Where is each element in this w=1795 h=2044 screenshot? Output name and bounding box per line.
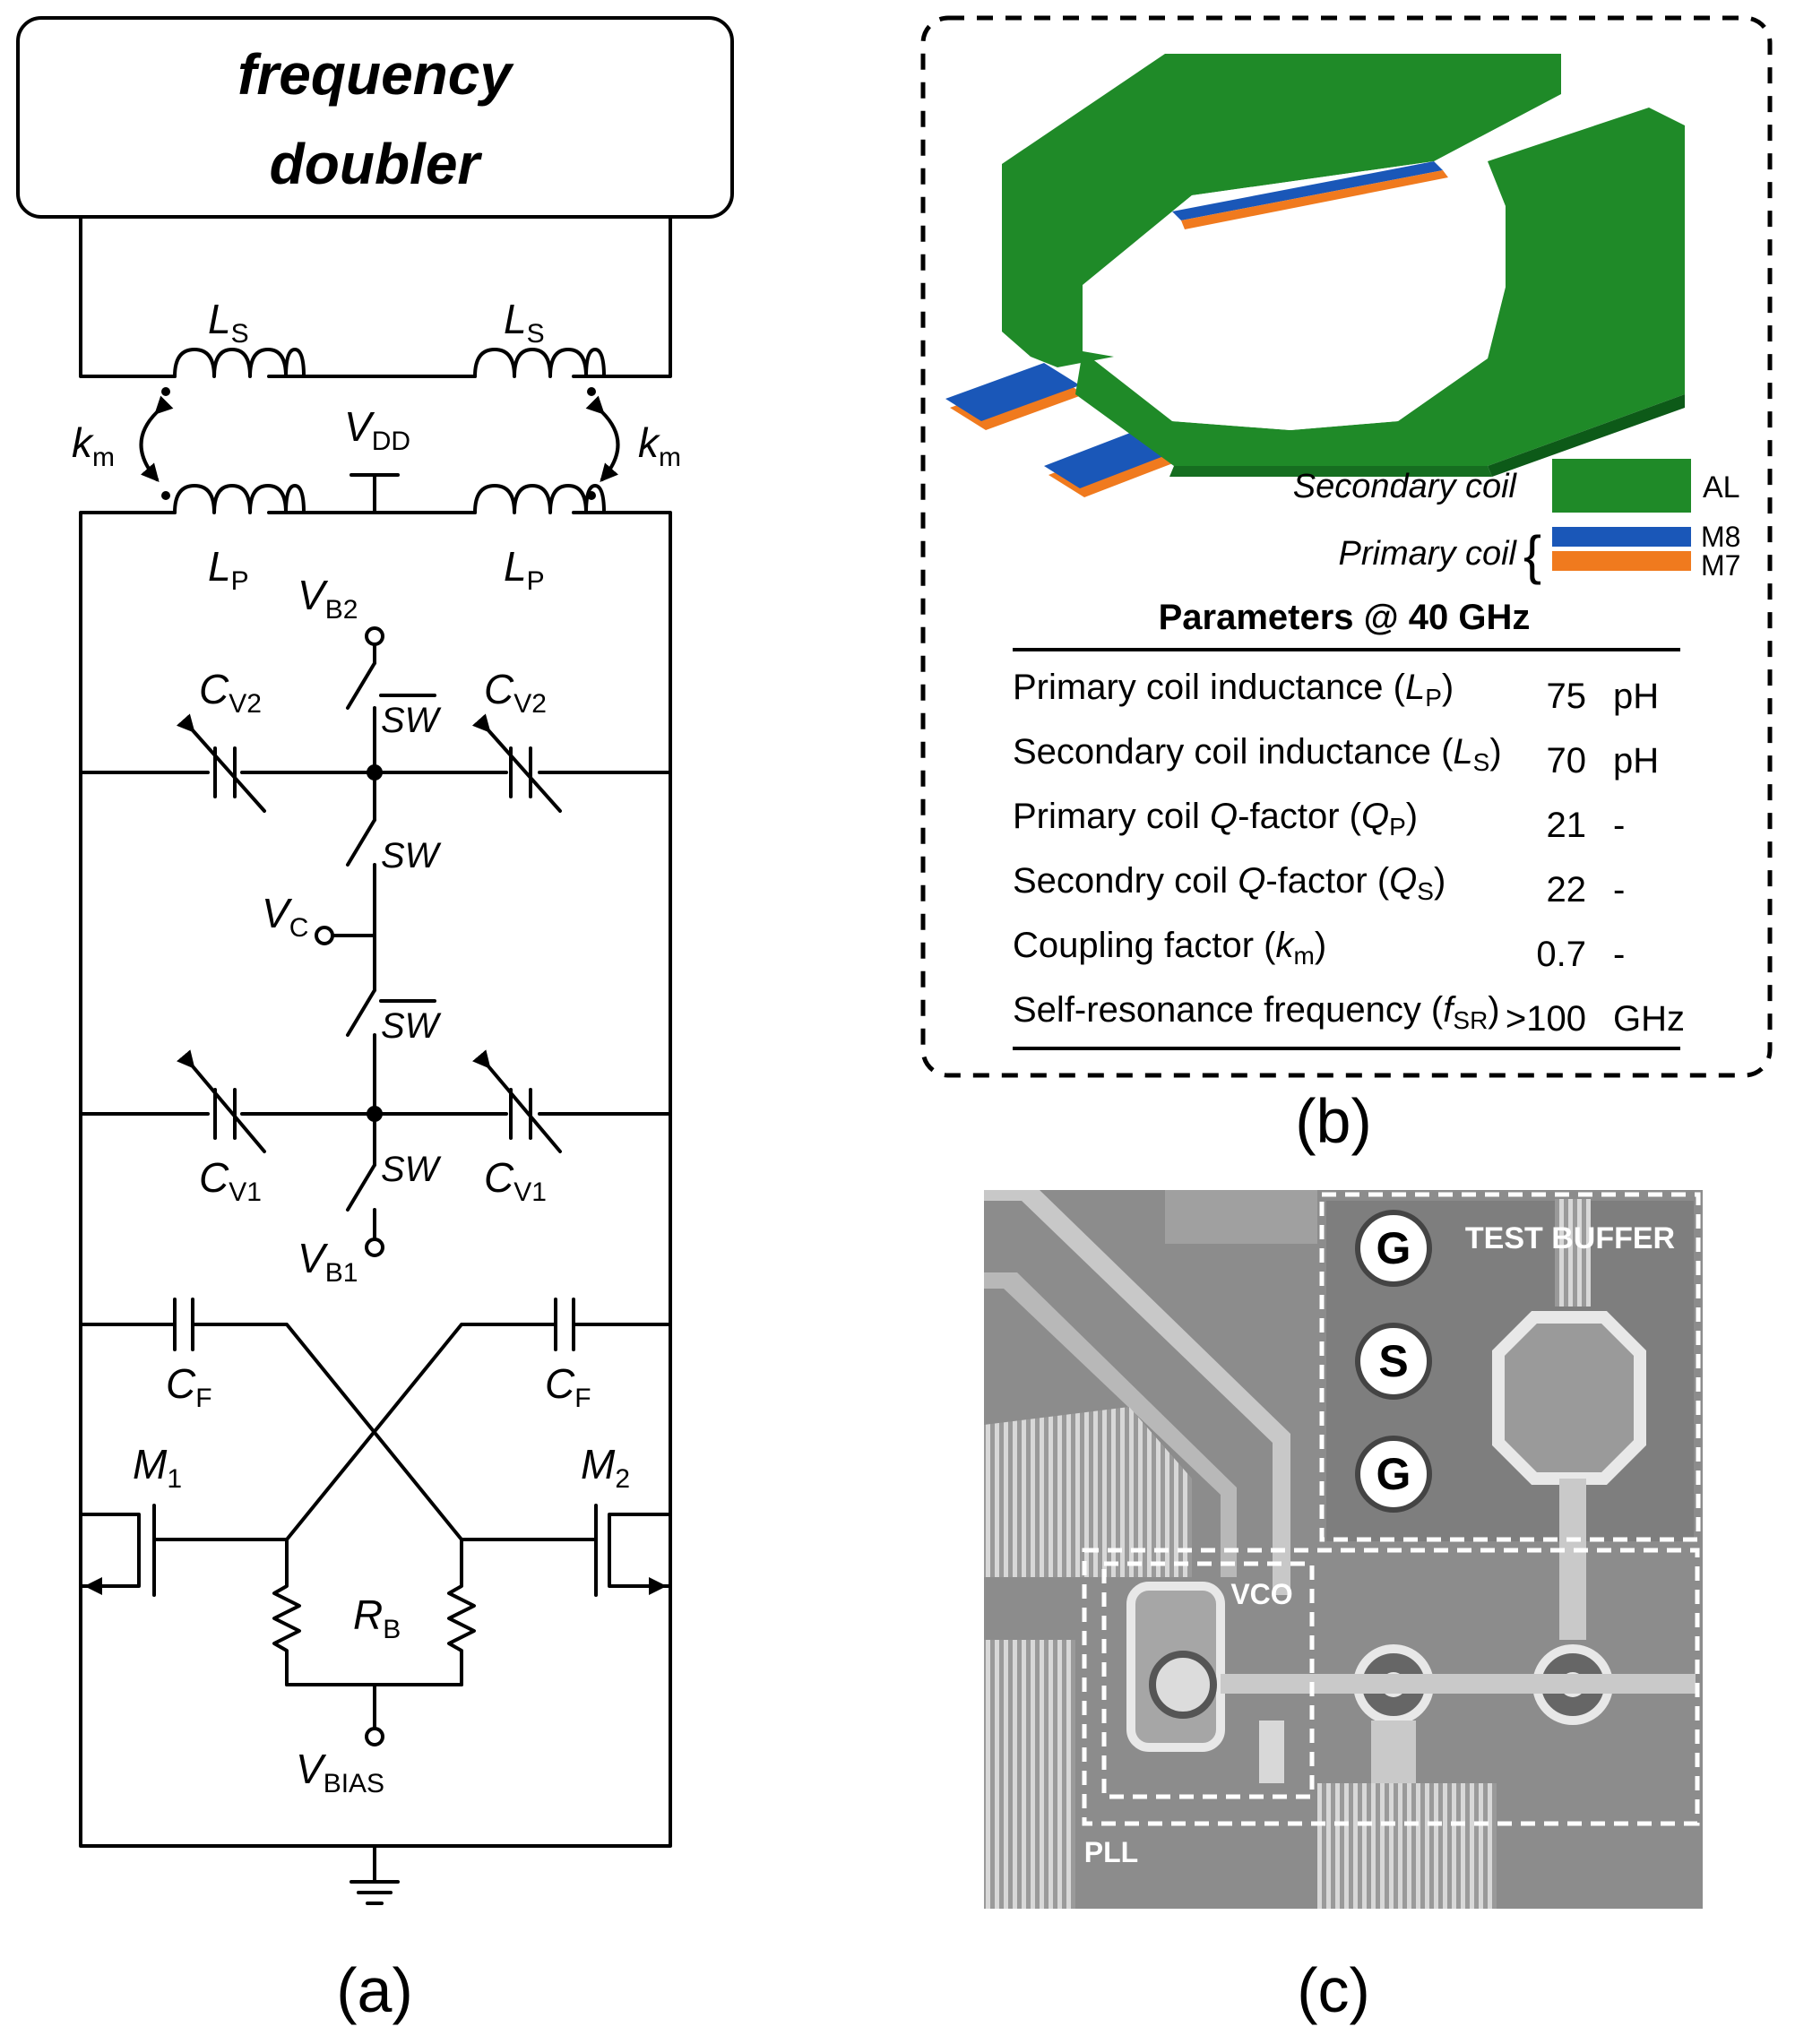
- legend-m8-label: M8: [1701, 521, 1740, 553]
- vdd-label: VDD: [344, 403, 410, 456]
- table-row-unit: GHz: [1613, 999, 1685, 1039]
- legend-m8-swatch: [1552, 527, 1691, 547]
- vbias-label: VBIAS: [296, 1746, 384, 1798]
- sw-bottom: SW: [381, 1150, 442, 1189]
- legend-m7-swatch: [1552, 551, 1691, 571]
- legend-m7-label: M7: [1701, 549, 1740, 582]
- table-row-unit: pH: [1613, 677, 1659, 716]
- inductor-lp-left: [173, 484, 306, 514]
- pll-label: PLL: [1084, 1836, 1138, 1868]
- lp-left-label: LP: [208, 543, 249, 596]
- inductor-ls-left: [173, 348, 306, 378]
- panel-a-circuit: frequency doubler LS LS km km VDD LP LP …: [16, 16, 734, 2025]
- table-row-label: Secondry coil Q-factor (QS): [1013, 861, 1445, 905]
- km-left-label: km: [72, 419, 115, 472]
- cv2-right-label: CV2: [484, 666, 547, 719]
- coupling-arrow-right: [585, 395, 620, 483]
- pad-g-top: G: [1376, 1223, 1411, 1273]
- table-row-value: 75: [1547, 677, 1587, 716]
- panel-b-dashed-frame: [920, 15, 1773, 1078]
- cf-right-label: CF: [545, 1360, 591, 1413]
- km-right-label: km: [638, 419, 681, 472]
- caption-c: (c): [1297, 1955, 1370, 2025]
- table-row: Primary coil inductance (LP) 75 pH: [1013, 668, 1659, 716]
- table-row: Secondry coil Q-factor (QS) 22-: [1013, 861, 1625, 910]
- rb-label: RB: [353, 1591, 401, 1644]
- transistor-m2: [460, 1504, 672, 1597]
- block-label-line2: doubler: [270, 132, 483, 196]
- ls-right-label: LS: [504, 296, 545, 349]
- vco-box: [1101, 1561, 1315, 1799]
- m1-label: M1: [133, 1441, 182, 1494]
- table-row-value: 0.7: [1536, 935, 1586, 974]
- legend-secondary-label: Secondary coil: [1293, 468, 1518, 505]
- cv1-left-label: CV1: [199, 1154, 262, 1207]
- table-row-label: Coupling factor (km): [1013, 926, 1326, 970]
- coupling-arrow-left: [139, 395, 174, 483]
- panel-b-transformer: Secondary coil AL Primary coil { M8 M7 P…: [920, 15, 1773, 1156]
- table-row-unit: -: [1613, 806, 1625, 845]
- vco-label: VCO: [1230, 1578, 1292, 1610]
- pad-g-bottom: G: [1376, 1449, 1411, 1499]
- vb2-label: VB2: [298, 572, 358, 625]
- test-buffer-label: TEST BUFFER: [1465, 1221, 1675, 1255]
- caption-b: (b): [1295, 1086, 1372, 1156]
- lp-right-label: LP: [504, 543, 545, 596]
- vb1-label: VB1: [298, 1235, 358, 1288]
- block-label-line1: frequency: [237, 42, 514, 107]
- table-row-label: Self-resonance frequency (fSR): [1013, 990, 1500, 1034]
- pll-box: [1082, 1548, 1700, 1826]
- table-row-value: 22: [1547, 870, 1587, 910]
- ls-left-label: LS: [208, 296, 249, 349]
- legend-brace: {: [1523, 525, 1541, 585]
- test-buffer-box: [1319, 1192, 1701, 1542]
- table-row: Primary coil Q-factor (QP) 21-: [1013, 797, 1625, 845]
- cf-left-label: CF: [166, 1360, 212, 1413]
- legend-al-swatch: [1552, 459, 1691, 513]
- table-row-label: Primary coil Q-factor (QP): [1013, 797, 1418, 841]
- cv2-left-label: CV2: [199, 666, 262, 719]
- table-title: Parameters @ 40 GHz: [1159, 598, 1531, 637]
- table-row-unit: -: [1613, 870, 1625, 910]
- table-row-value: >100: [1506, 999, 1586, 1039]
- inductor-ls-right: [473, 348, 606, 378]
- m2-label: M2: [581, 1441, 630, 1494]
- inductor-lp-right: [473, 484, 606, 514]
- table-row-label: Secondary coil inductance (LS): [1013, 732, 1502, 776]
- legend-al-label: AL: [1703, 470, 1740, 505]
- transistor-m1: [79, 1504, 289, 1597]
- table-row: Coupling factor (km) 0.7-: [1013, 926, 1625, 974]
- table-row-unit: -: [1613, 935, 1625, 974]
- resistor-rb-right: [447, 1538, 476, 1686]
- pad-s: S: [1378, 1336, 1408, 1386]
- sw-mid-top: SW: [381, 836, 442, 875]
- table-row: Secondary coil inductance (LS) 70 pH: [1013, 732, 1659, 781]
- ground-symbol: [350, 1844, 400, 1905]
- panel-c-die-photo: G S G TEST BUFFER VCO PLL (c): [984, 1190, 1703, 2025]
- resistor-rb-left: [272, 1538, 301, 1686]
- frequency-doubler-block: [16, 16, 734, 219]
- table-row-unit: pH: [1613, 741, 1659, 781]
- legend-primary-label: Primary coil: [1339, 535, 1518, 573]
- sw-bar-top: SW: [381, 701, 442, 740]
- table-row-value: 21: [1547, 806, 1587, 845]
- table-row-value: 70: [1547, 741, 1587, 781]
- vc-label: VC: [262, 890, 308, 943]
- caption-a: (a): [336, 1955, 413, 2025]
- sw-bar-mid: SW: [381, 1006, 442, 1046]
- table-row-label: Primary coil inductance (LP): [1013, 668, 1454, 712]
- cv1-right-label: CV1: [484, 1154, 547, 1207]
- table-row: Self-resonance frequency (fSR)>100 GHz: [1013, 990, 1685, 1039]
- secondary-coil-shape: [1002, 54, 1685, 477]
